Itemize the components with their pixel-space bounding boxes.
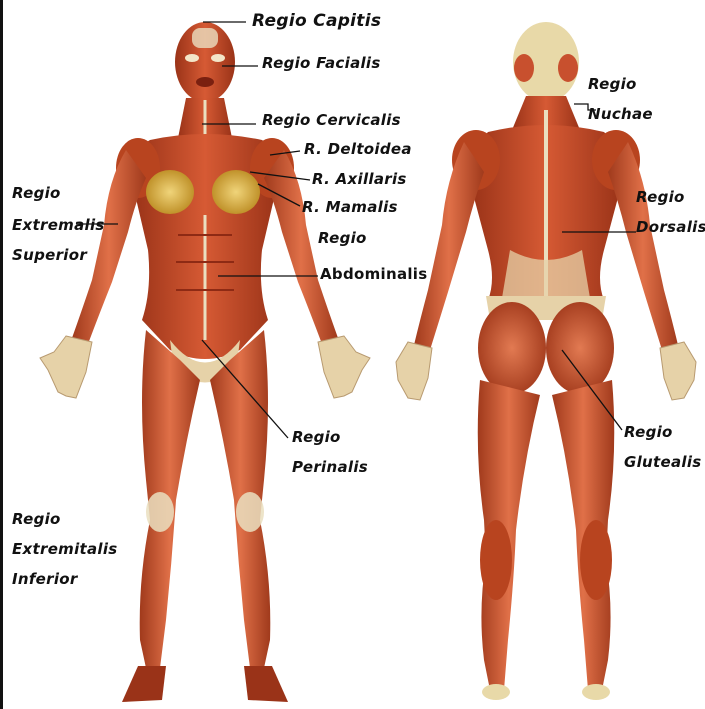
label-glutealis-1: Regio bbox=[624, 425, 673, 440]
label-perinalis-2: Perinalis bbox=[292, 460, 368, 475]
label-r-axillaris: R. Axillaris bbox=[312, 172, 407, 187]
front-mouth bbox=[196, 77, 214, 87]
label-extremitalis-inferior-1: Regio bbox=[12, 512, 61, 527]
front-hand-right bbox=[318, 336, 370, 398]
label-extremitalis-inferior-3: Inferior bbox=[12, 572, 78, 587]
back-hand-right bbox=[660, 342, 696, 400]
back-hand-left bbox=[396, 342, 432, 400]
back-ear-left bbox=[514, 54, 534, 82]
label-extremalis-superior-3: Superior bbox=[12, 248, 87, 263]
back-heel-left bbox=[482, 684, 510, 700]
back-arm-left bbox=[414, 142, 484, 350]
label-glutealis-2: Glutealis bbox=[624, 455, 702, 470]
front-breast-left bbox=[146, 170, 194, 214]
label-regio-abdominalis-1: Regio bbox=[318, 231, 367, 246]
back-figure bbox=[396, 22, 696, 700]
front-foot-left bbox=[122, 666, 166, 702]
label-abdominalis: Abdominalis bbox=[320, 267, 427, 282]
front-eye-right bbox=[211, 54, 225, 62]
label-r-deltoidea: R. Deltoidea bbox=[304, 142, 412, 157]
label-regio-cervicalis: Regio Cervicalis bbox=[262, 113, 401, 128]
front-eye-left bbox=[185, 54, 199, 62]
label-dorsalis-1: Regio bbox=[636, 190, 685, 205]
label-nuchae-1: Regio bbox=[588, 77, 637, 92]
back-calf-left bbox=[480, 520, 512, 600]
back-calf-right bbox=[580, 520, 612, 600]
back-arm-right bbox=[608, 142, 678, 350]
back-gluteus-right bbox=[546, 302, 614, 394]
label-regio-capitis: Regio Capitis bbox=[252, 13, 381, 30]
label-extremalis-superior-2: Extremalis bbox=[12, 218, 105, 233]
label-extremitalis-inferior-2: Extremitalis bbox=[12, 542, 118, 557]
label-extremalis-superior-1: Regio bbox=[12, 186, 61, 201]
front-hand-left bbox=[40, 336, 92, 398]
front-foot-right bbox=[244, 666, 288, 702]
label-nuchae-2: Nuchae bbox=[588, 107, 653, 122]
front-knee-right bbox=[236, 492, 264, 532]
back-gluteus-left bbox=[478, 302, 546, 394]
back-heel-right bbox=[582, 684, 610, 700]
front-knee-left bbox=[146, 492, 174, 532]
front-breast-right bbox=[212, 170, 260, 214]
front-forehead-tendon bbox=[192, 28, 218, 48]
label-dorsalis-2: Dorsalis bbox=[636, 220, 705, 235]
label-regio-facialis: Regio Facialis bbox=[262, 56, 381, 71]
label-r-mamalis: R. Mamalis bbox=[302, 200, 398, 215]
back-ear-right bbox=[558, 54, 578, 82]
label-perinalis-1: Regio bbox=[292, 430, 341, 445]
